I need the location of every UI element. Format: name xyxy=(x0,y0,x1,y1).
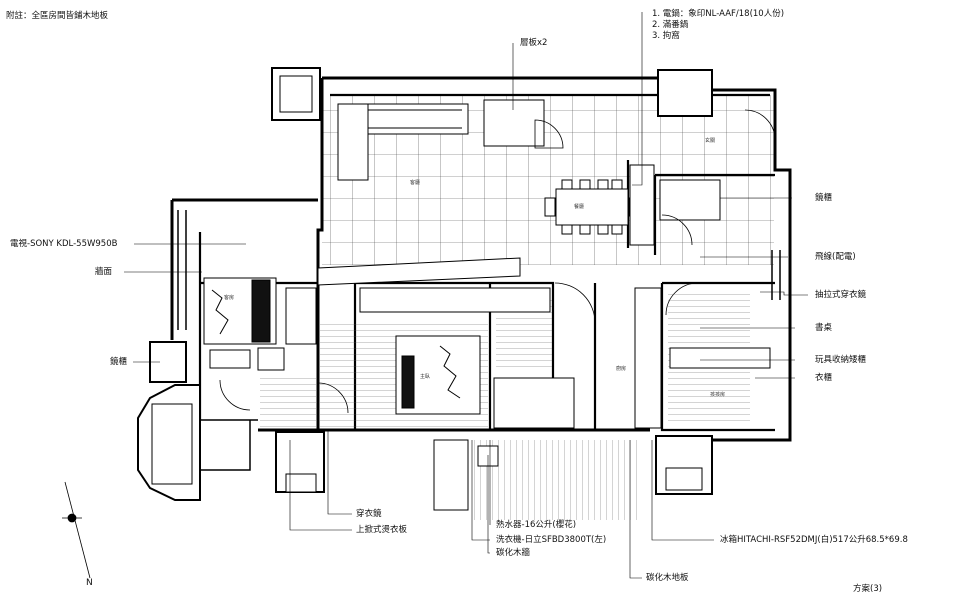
label-washer: 洗衣機-日立SFBD3800T(左) xyxy=(496,535,607,545)
column-top-right xyxy=(657,69,713,117)
utility-area xyxy=(433,439,499,511)
appliance-item-2: 2. 滿番鍋 xyxy=(652,20,689,30)
guest-bed xyxy=(203,277,277,345)
tv-wall xyxy=(317,257,521,286)
bay-window xyxy=(137,384,201,501)
leader-lines xyxy=(124,12,808,579)
label-fly-line: 飛線(配電) xyxy=(815,252,856,262)
north-label: N xyxy=(86,578,93,588)
label-desk: 書桌 xyxy=(815,323,833,333)
label-fridge: 冰箱HITACHI-RSF52DMJ(白)517公升68.5*69.8 xyxy=(720,535,908,545)
label-shelf: 層板x2 xyxy=(520,38,548,48)
room-kitchen: 廚房 xyxy=(616,366,627,372)
master-bed xyxy=(395,335,481,415)
label-toy-cabinet: 玩具收納矮櫃 xyxy=(815,355,867,365)
appliance-item-3: 3. 拘窩 xyxy=(652,31,680,41)
label-mirror-right: 鏡櫃 xyxy=(815,193,833,203)
room-living: 客廳 xyxy=(410,180,421,186)
label-wall: 牆面 xyxy=(95,267,113,277)
label-tv: 電視-SONY KDL-55W950B xyxy=(10,239,118,249)
label-mirror-left: 鏡櫃 xyxy=(110,357,128,367)
wardrobes xyxy=(285,287,771,429)
north-arrow xyxy=(62,481,91,579)
label-wood-wall: 碳化木牆 xyxy=(496,548,531,558)
label-wood-floor: 碳化木地板 xyxy=(646,573,689,583)
column-top-left xyxy=(271,67,321,121)
label-drawer-wardrobe: 抽拉式穿衣鏡 xyxy=(815,290,867,300)
appliance-item-1: 1. 電鍋：象印NL-AAF/18(10人份) xyxy=(652,9,785,19)
bottom-pillars xyxy=(275,431,713,495)
label-water-heater: 熱水器-16公升(櫻花) xyxy=(496,520,577,530)
room-dining: 餐廳 xyxy=(574,204,585,210)
label-dressing-mirror: 穿衣鏡 xyxy=(356,509,382,519)
scheme-label: 方案(3) xyxy=(853,584,883,594)
room-guest: 客房 xyxy=(224,295,235,301)
drawing-note: 附註：全區房間皆鋪木地板 xyxy=(6,11,109,21)
room-master: 主臥 xyxy=(420,374,431,380)
room-entry: 玄關 xyxy=(705,138,716,144)
label-wardrobe: 衣櫃 xyxy=(815,373,833,383)
room-kids: 孩孩房 xyxy=(710,392,726,398)
appliance-list: 1. 電鍋：象印NL-AAF/18(10人份) 2. 滿番鍋 3. 拘窩 xyxy=(652,9,784,42)
label-ironing-board: 上掀式燙衣板 xyxy=(356,525,408,535)
guest-floor xyxy=(260,376,316,428)
sofa xyxy=(337,103,469,181)
kitchen-counter xyxy=(483,99,721,429)
left-walls xyxy=(177,210,781,471)
